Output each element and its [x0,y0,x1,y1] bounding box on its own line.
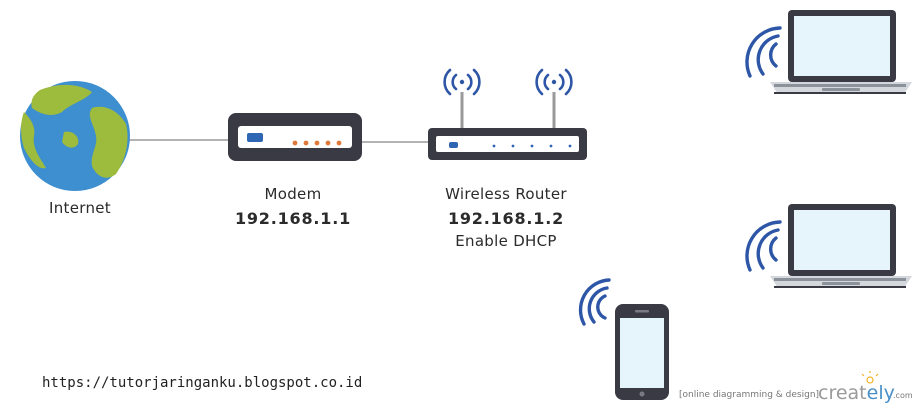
source-url: https://tutorjaringanku.blogspot.co.id [42,375,363,391]
watermark-brand: creately [818,382,895,404]
modem-ip: 192.168.1.1 [234,209,352,228]
watermark-tagline: [online diagramming & design] [679,390,820,400]
router-note: Enable DHCP [455,232,557,250]
watermark-domain: .com [893,391,913,400]
router-icon [428,92,587,160]
wifi-signal-icon [443,68,481,96]
watermark-brand-main: creat [818,382,867,404]
internet-label: Internet [49,199,111,217]
router-ip: 192.168.1.2 [447,209,565,228]
smartphone-icon [615,304,669,400]
watermark-brand-accent: ely [866,382,895,404]
globe-icon [20,81,130,191]
wifi-signal-icon [535,68,573,96]
wifi-signal-icon [745,220,782,272]
modem-label: Modem [264,185,322,203]
wifi-signal-icon [578,278,611,326]
modem-icon [228,113,362,161]
laptop-icon [770,10,912,94]
wifi-signal-icon [745,26,782,78]
creately-logo-icon [861,371,879,384]
laptop-icon [770,204,912,288]
router-label: Wireless Router [445,185,567,203]
